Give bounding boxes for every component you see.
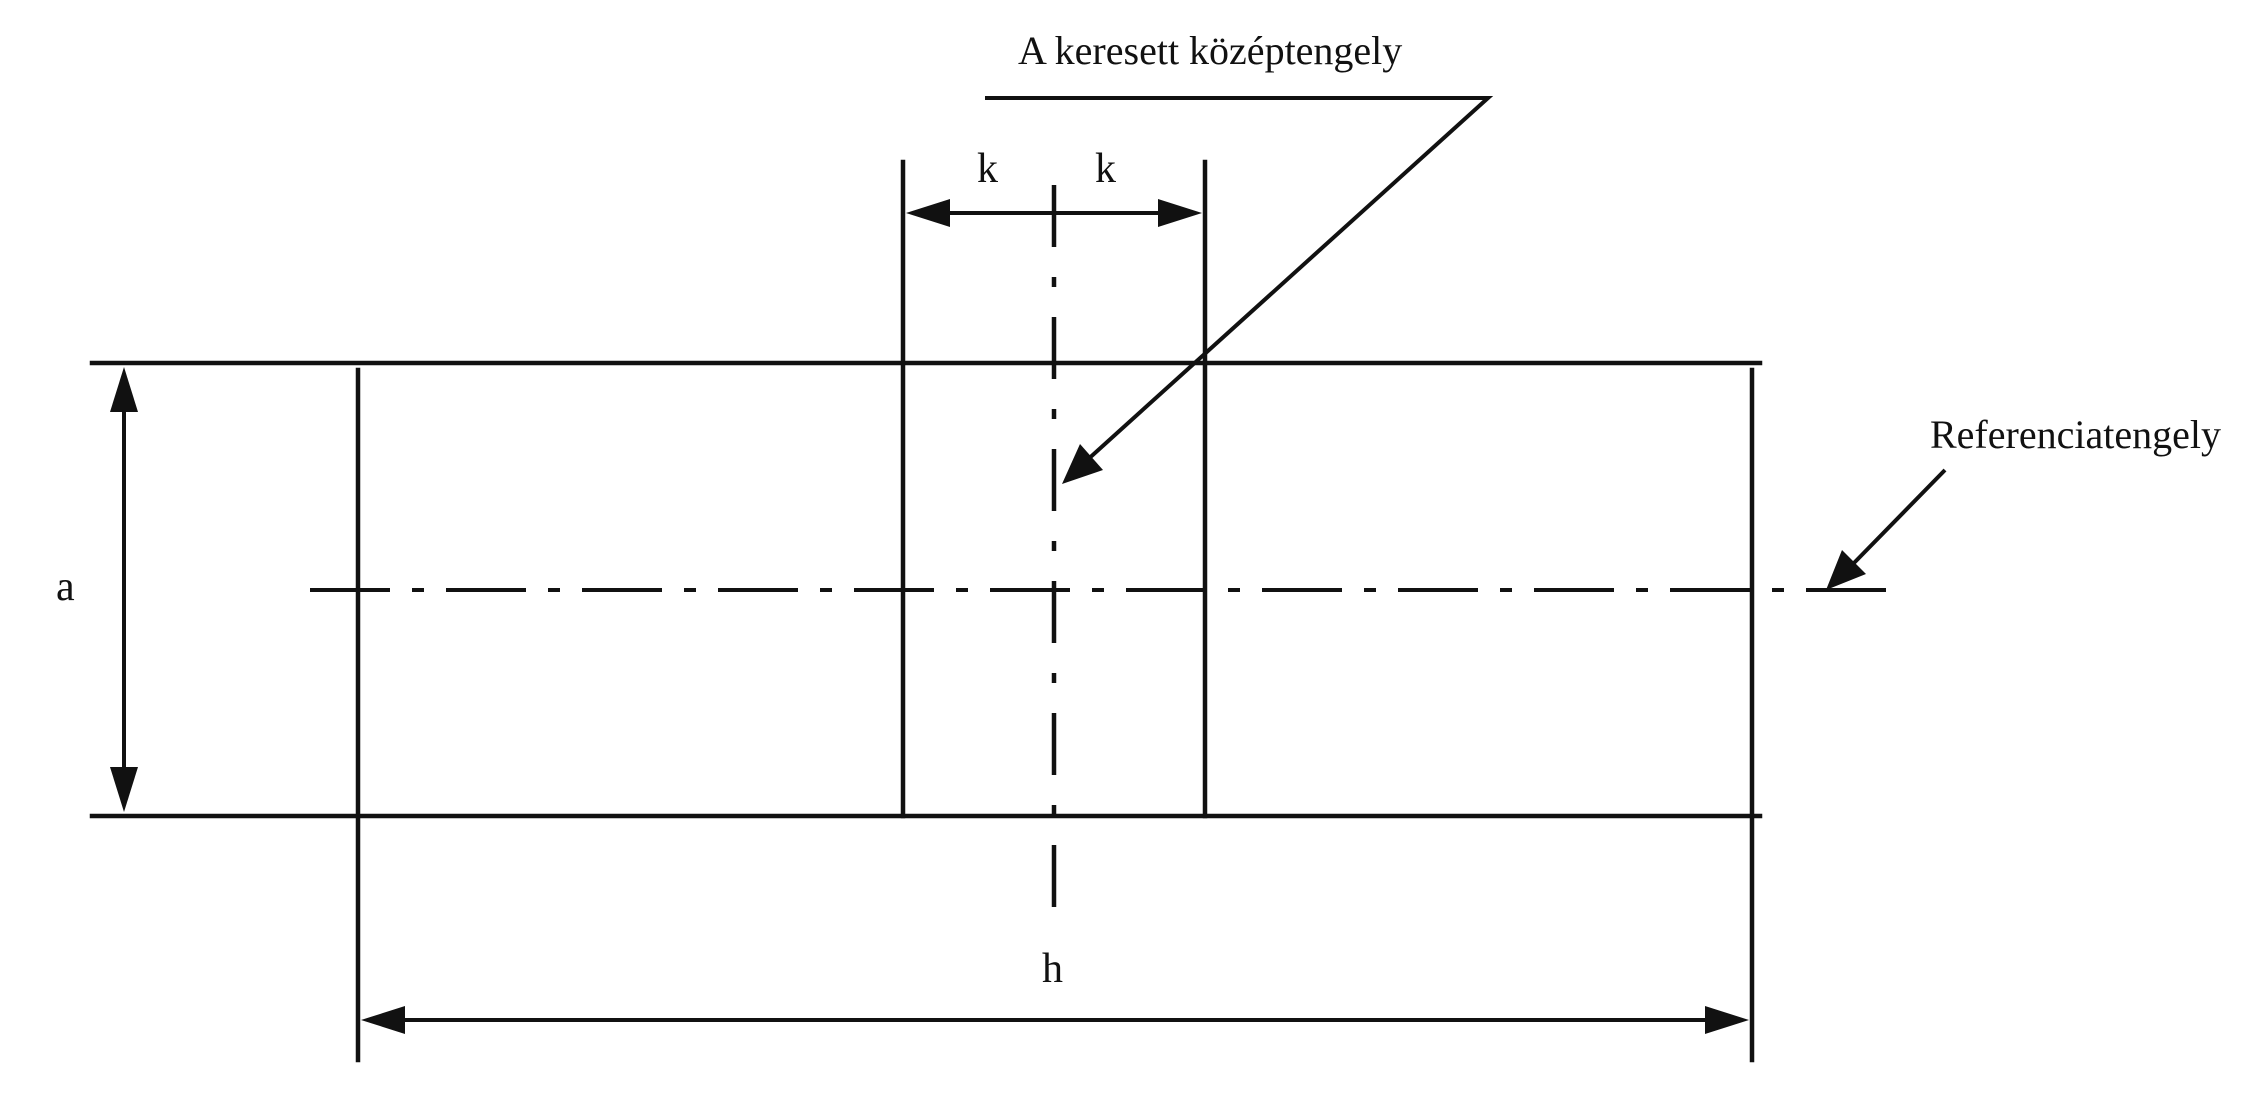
dimension-k-right-arrow-icon: [1158, 199, 1202, 227]
dimension-a-label: a: [56, 564, 75, 610]
dimension-h-left-arrow-icon: [361, 1006, 405, 1034]
dimension-a-top-arrow-icon: [110, 367, 138, 412]
dimension-k-right-label: k: [1095, 146, 1116, 192]
sought-axis-leader-line: [985, 96, 1494, 464]
sought-axis-label: A keresett középtengely: [1018, 28, 1402, 73]
reference-axis-leader-line: [1850, 468, 1947, 567]
dimension-a-bottom-arrow-icon: [110, 767, 138, 812]
reference-axis-label: Referenciatengely: [1930, 412, 2221, 457]
dimension-h-label: h: [1042, 946, 1063, 992]
sought-axis-leader-arrow-icon: [1062, 444, 1103, 484]
dimension-k-left-arrow-icon: [906, 199, 950, 227]
dimension-k-left-label: k: [977, 146, 998, 192]
dimension-h-right-arrow-icon: [1705, 1006, 1749, 1034]
reference-axis-leader-arrow-icon: [1826, 550, 1866, 590]
